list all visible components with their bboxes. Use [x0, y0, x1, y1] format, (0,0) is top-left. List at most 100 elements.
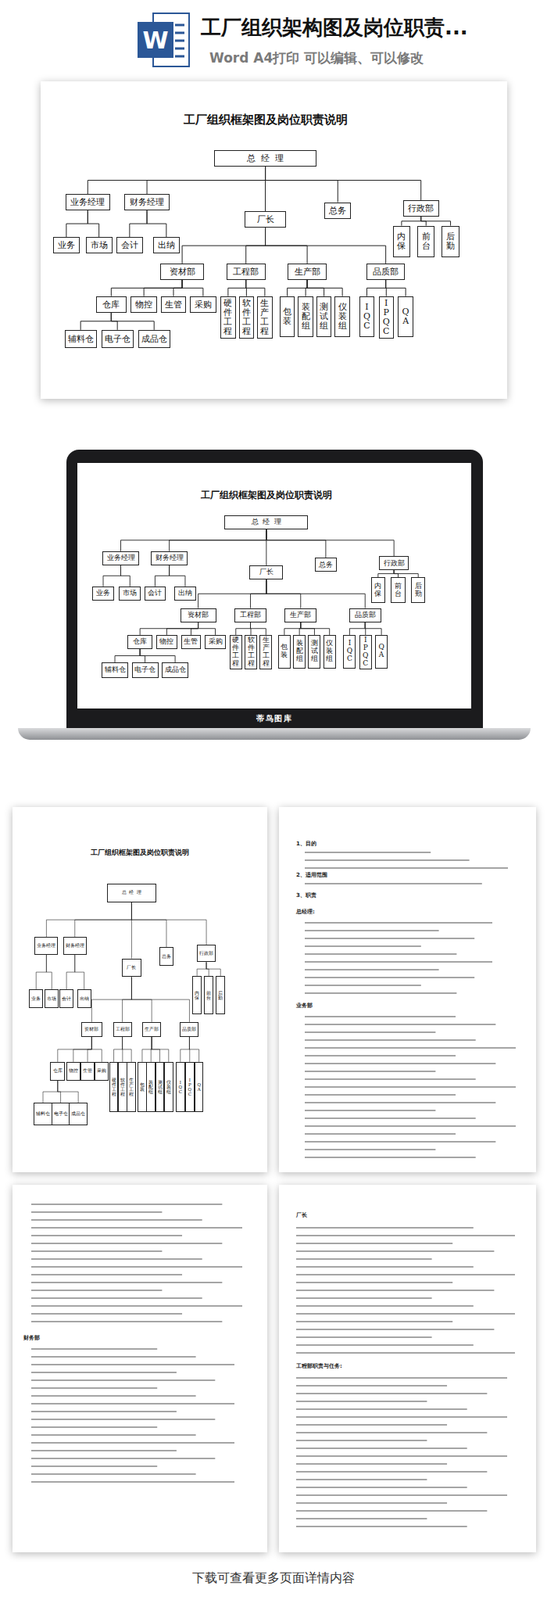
- box-label: 内保: [396, 232, 406, 251]
- box-label: 后勤: [414, 582, 422, 598]
- text-line: [296, 1343, 474, 1345]
- org-box: 业务经理: [65, 193, 111, 211]
- text-line: [304, 936, 475, 939]
- org-connector: [75, 901, 133, 937]
- text-line: [31, 1354, 197, 1357]
- box-label: 软件工程: [120, 1076, 126, 1096]
- text-line: [296, 1462, 447, 1464]
- box-label: 物控: [159, 636, 174, 647]
- box-label: IQC: [346, 639, 354, 663]
- section-heading: 厂长: [296, 1210, 308, 1219]
- box-label: 品质部: [182, 1026, 197, 1032]
- text-line: [31, 1257, 203, 1259]
- vertical-org-box: 包装: [279, 296, 296, 337]
- text-line: [31, 1370, 177, 1373]
- text-line: [296, 1241, 453, 1244]
- text-line: [304, 1054, 456, 1056]
- org-box: 总务: [314, 557, 337, 572]
- word-icon-line: [175, 24, 185, 27]
- text-line: [304, 1085, 516, 1087]
- box-label: 生产部: [144, 1026, 159, 1032]
- vertical-org-box: 内保: [192, 975, 202, 1014]
- box-label: 硬件工程: [223, 298, 233, 337]
- box-label: 财务经理: [65, 942, 85, 948]
- org-connector: [122, 1036, 133, 1062]
- text-line: [296, 1280, 453, 1283]
- text-line: [304, 976, 475, 978]
- text-line: [304, 850, 431, 853]
- text-line: [296, 1226, 474, 1228]
- box-label: 软件工程: [247, 636, 255, 668]
- page-title: 工厂组织架构图及岗位职责...: [200, 14, 469, 42]
- org-box: 资材部: [160, 263, 204, 280]
- text-line: [304, 991, 457, 994]
- box-label: 资材部: [169, 265, 196, 278]
- word-icon-line: [175, 32, 185, 35]
- box-label: 品质部: [354, 609, 376, 620]
- section-heading: 3、职责: [296, 890, 317, 899]
- vertical-org-box: 生产工程: [259, 634, 272, 669]
- brand-mark: 蒂鸟图库: [256, 712, 293, 724]
- box-label: 仪装组: [325, 639, 333, 663]
- box-label: 会计: [147, 587, 162, 598]
- org-connector: [366, 279, 386, 297]
- box-label: 厂长: [257, 213, 275, 226]
- org-connector: [228, 279, 247, 297]
- text-line: [296, 1257, 433, 1259]
- box-label: 总经理: [246, 152, 289, 165]
- text-line: [31, 1296, 203, 1298]
- org-box: 行政部: [196, 943, 216, 962]
- org-connector: [307, 279, 343, 297]
- text-line: [31, 1319, 222, 1322]
- box-label: 市场: [122, 587, 137, 598]
- text-line: [304, 882, 483, 884]
- text-line: [31, 1362, 235, 1365]
- text-line: [296, 1249, 494, 1252]
- text-line: [304, 858, 470, 861]
- org-connector: [349, 622, 365, 635]
- org-box: 仓库: [50, 1061, 65, 1080]
- box-label: 出纳: [79, 995, 90, 1002]
- org-box: 品质部: [349, 607, 382, 623]
- body-text-lines: [31, 851, 516, 1526]
- org-box: 行政部: [403, 200, 440, 217]
- text-line: [296, 1493, 508, 1495]
- text-line: [31, 1233, 183, 1236]
- text-line: [304, 1140, 496, 1142]
- vertical-org-box: 仪装组: [164, 1061, 174, 1112]
- org-connector: [146, 210, 167, 237]
- chart-title: 工厂组织框架图及岗位职责说明: [90, 847, 190, 858]
- org-connector: [250, 579, 267, 608]
- text-line: [296, 1327, 494, 1330]
- box-label: 出纳: [178, 587, 193, 598]
- box-label: 资材部: [187, 609, 209, 620]
- vertical-org-box: IPQC: [185, 1061, 195, 1112]
- vertical-org-box: 硬件工程: [220, 296, 236, 339]
- box-label: 辅料仓: [67, 332, 94, 345]
- text-line: [296, 1272, 515, 1275]
- vertical-org-box: 软件工程: [244, 634, 258, 669]
- org-connector: [35, 954, 47, 990]
- box-label: 内保: [194, 990, 200, 1000]
- text-line: [296, 1430, 487, 1433]
- vertical-org-box: 硬件工程: [109, 1061, 119, 1112]
- org-box: 生管: [181, 634, 202, 649]
- org-connector: [91, 976, 132, 1021]
- org-box: 总务: [159, 946, 174, 966]
- text-line: [296, 1469, 487, 1472]
- box-label: 包装: [139, 1081, 145, 1091]
- box-label: 总务: [161, 953, 172, 959]
- section-heading: 财务部: [23, 1333, 40, 1341]
- org-box: 品质部: [179, 1021, 199, 1037]
- org-connector: [198, 579, 267, 608]
- box-label: 辅料仓: [35, 1110, 51, 1116]
- org-connector: [131, 901, 167, 947]
- vertical-org-box: 包装: [137, 1061, 147, 1112]
- org-box: 财务经理: [63, 936, 87, 954]
- org-connector: [87, 1036, 92, 1062]
- text-line: [31, 1280, 222, 1283]
- org-box: 业务经理: [34, 936, 58, 954]
- org-connector: [114, 648, 140, 662]
- org-connector: [182, 279, 204, 297]
